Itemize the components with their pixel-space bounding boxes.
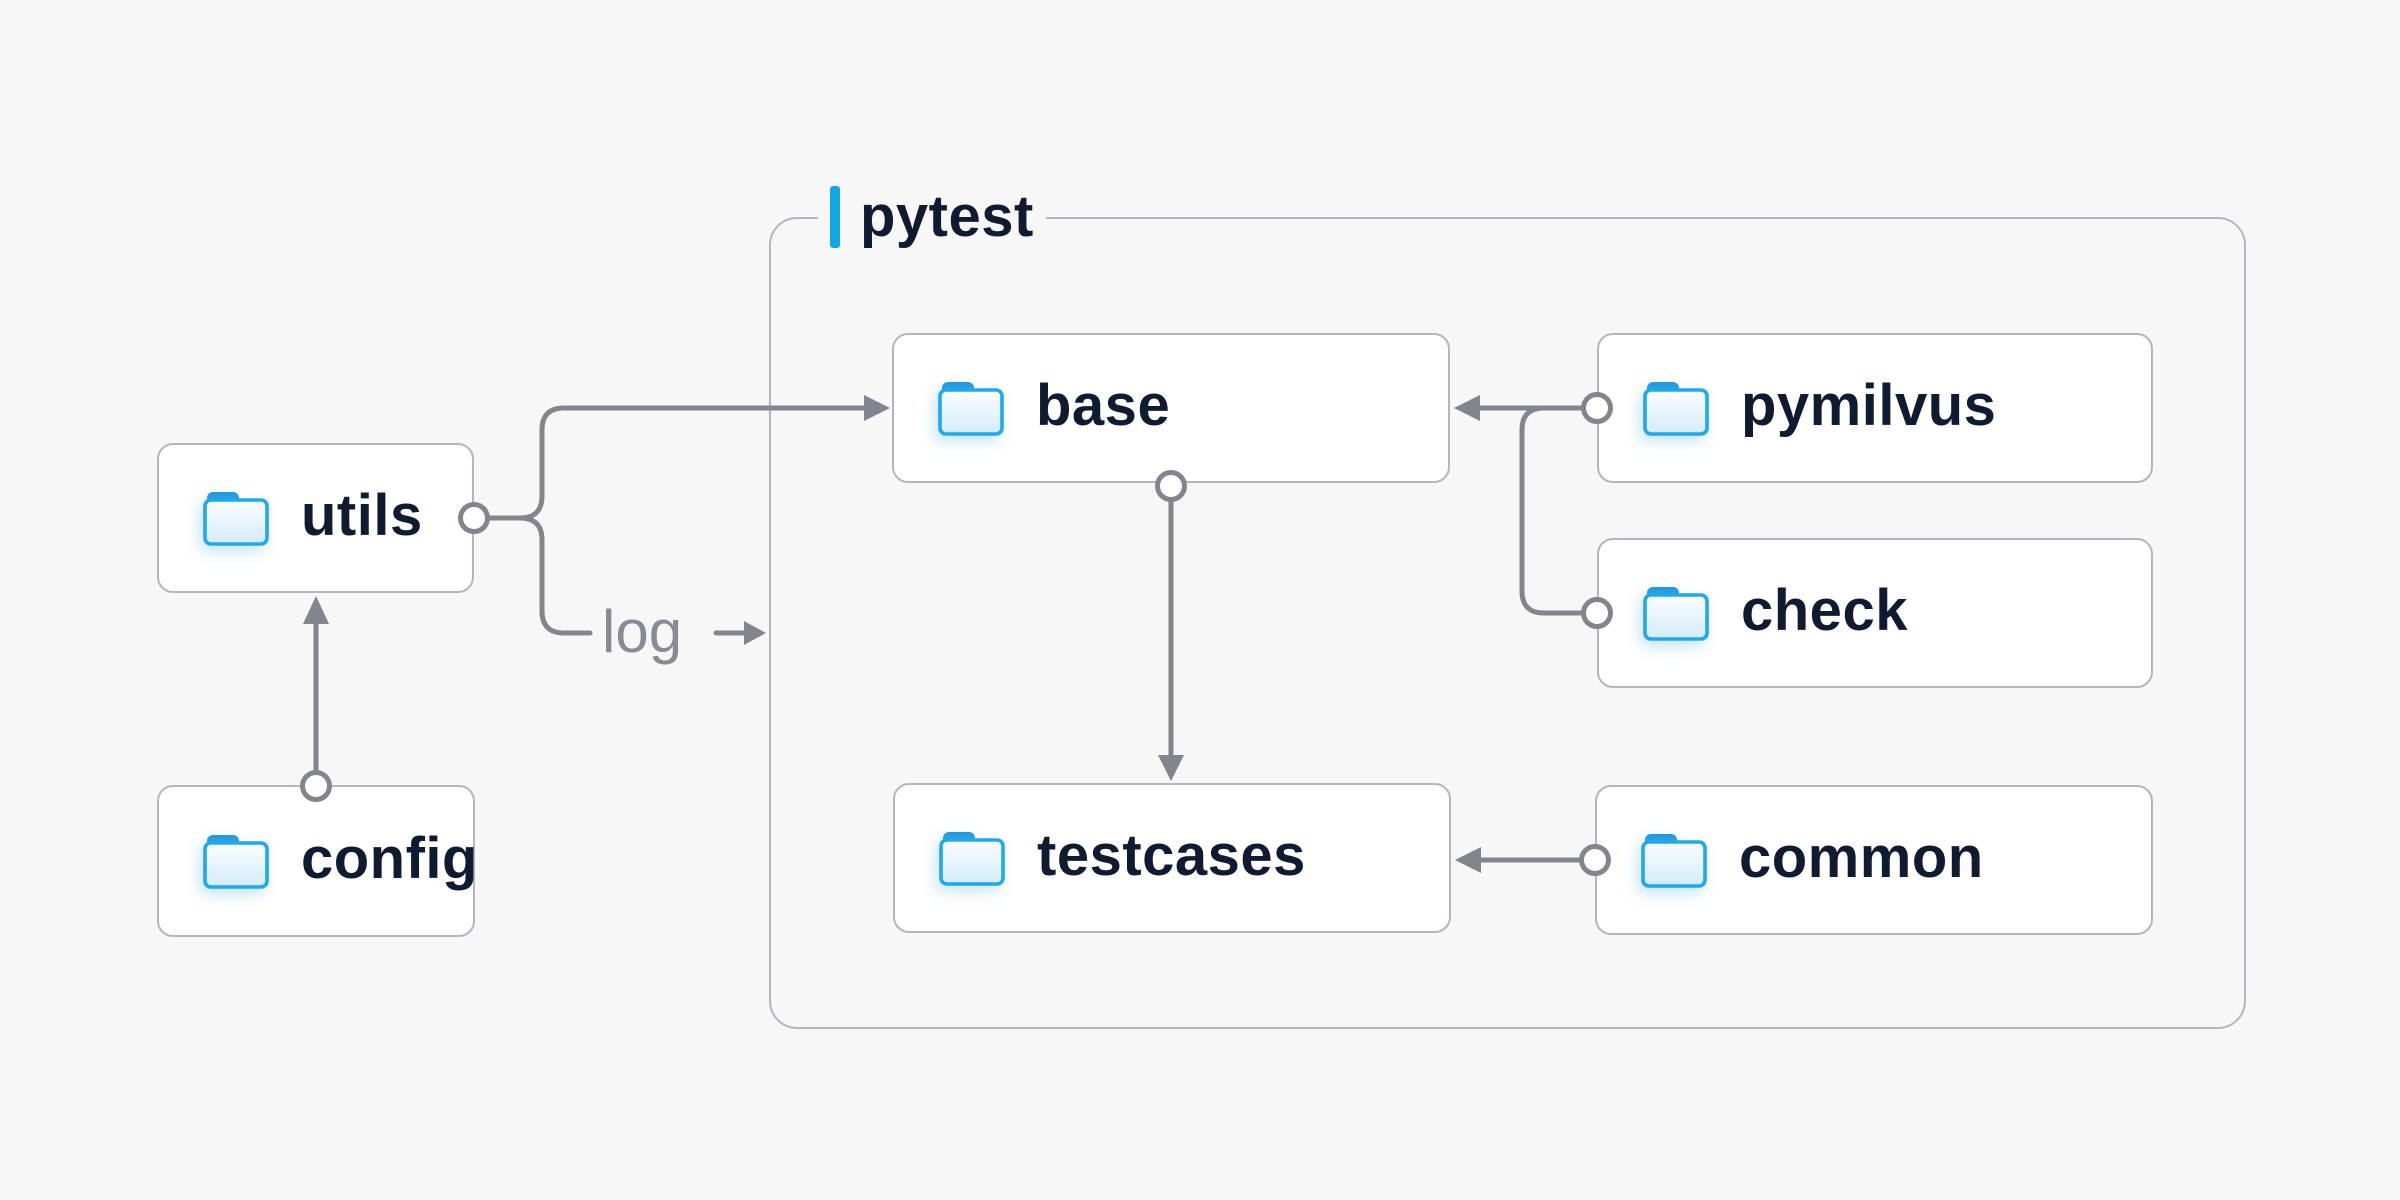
accent-bar-icon <box>830 186 840 248</box>
pytest-label-text: pytest <box>860 184 1034 249</box>
folder-icon <box>938 382 1004 436</box>
folder-icon <box>939 832 1005 886</box>
edge-log-container <box>713 621 766 645</box>
node-testcases: testcases <box>893 783 1451 933</box>
folder-icon <box>1643 587 1709 641</box>
log-label: log <box>602 598 683 665</box>
node-label: config <box>301 826 478 891</box>
node-label: base <box>1036 373 1171 438</box>
edge-config-utils <box>300 596 332 802</box>
folder-icon <box>1643 382 1709 436</box>
node-pymilvus: pymilvus <box>1597 333 2153 483</box>
node-label: common <box>1739 825 1984 890</box>
node-label: testcases <box>1037 823 1306 888</box>
node-check: check <box>1597 538 2153 688</box>
node-common: common <box>1595 785 2153 935</box>
folder-icon <box>203 492 269 546</box>
pytest-group-box <box>769 217 2246 1029</box>
node-utils: utils <box>157 443 474 593</box>
pytest-label: pytest <box>818 186 1046 248</box>
node-label: check <box>1741 578 1908 643</box>
node-base: base <box>892 333 1450 483</box>
folder-icon <box>1641 834 1707 888</box>
node-label: utils <box>301 483 423 548</box>
folder-icon <box>203 835 269 889</box>
node-config: config <box>157 785 478 937</box>
node-label: pymilvus <box>1741 373 1997 438</box>
